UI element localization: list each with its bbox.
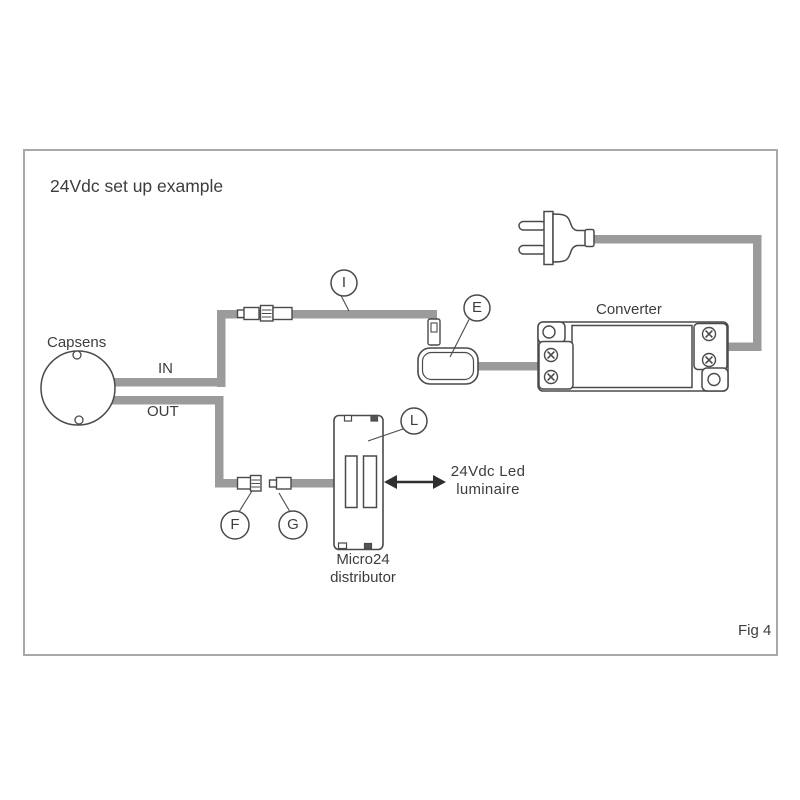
converter [537, 321, 729, 392]
distributor-slot-left [344, 455, 358, 509]
cable-capsens-out [110, 396, 223, 405]
cables [110, 235, 762, 488]
arrow-head-right [433, 475, 446, 489]
distributor-label-line1: Micro24 [336, 551, 390, 568]
cable-in-riser [217, 310, 226, 387]
distributor-slot-right [362, 455, 378, 509]
cable-top-run [217, 310, 437, 319]
callout-f-leader [239, 490, 253, 512]
callout-l-circle [400, 407, 428, 435]
capsens-sensor [40, 350, 116, 426]
callout-f-letter: F [230, 516, 240, 534]
converter-screw-3 [701, 326, 717, 342]
capsens-hole-top [72, 350, 82, 360]
distributor-clip-top-right [370, 414, 379, 422]
led-luminaire-label-line1: 24Vdc Led [450, 463, 526, 480]
figure-title: 24Vdc set up example [50, 176, 224, 196]
callout-e-circle [463, 294, 491, 322]
micro24-distributor [333, 414, 384, 551]
converter-body [571, 324, 693, 389]
cable-e-to-converter [477, 362, 543, 371]
distributor-clip-bottom-right [363, 542, 373, 550]
plug-neck [584, 228, 595, 248]
connector-f-body [236, 476, 252, 490]
callout-e-letter: E [471, 299, 483, 317]
led-luminaire-arrow [384, 475, 446, 489]
cable-to-f [215, 479, 241, 488]
power-plug [518, 210, 595, 266]
cable-g-to-distributor [288, 479, 341, 488]
led-luminaire-label-line2: luminaire [456, 481, 520, 498]
top-female-ridges [262, 309, 272, 318]
cable-out-drop [215, 396, 224, 487]
converter-mount-hole-right [707, 372, 721, 387]
e-housing-outer [417, 347, 479, 385]
cable-capsens-in [110, 378, 225, 387]
callout-l-letter: L [409, 412, 419, 430]
in-port-label: IN [158, 360, 173, 377]
converter-label: Converter [596, 301, 662, 318]
e-housing-inner [421, 351, 475, 381]
distributor-label: Micro24 distributor [313, 551, 413, 587]
cable-plug-drop [753, 235, 762, 351]
arrow-head-left [384, 475, 397, 489]
top-male-body [243, 306, 260, 321]
plug-face-plate [543, 210, 554, 266]
cable-drop-to-e [428, 310, 437, 323]
callout-f-circle [220, 510, 250, 540]
callout-e-leader [449, 319, 470, 358]
out-port-label: OUT [147, 403, 179, 420]
converter-screw-1 [543, 347, 559, 363]
callout-g-letter: G [287, 516, 299, 534]
distributor-clip-top-left [343, 414, 353, 422]
callout-markers [220, 269, 491, 540]
figure-number: Fig 4 [738, 622, 772, 639]
connector-e-assembly [417, 318, 479, 385]
connector-f-ridges [251, 479, 260, 488]
led-luminaire-label: 24Vdc Led luminaire [438, 463, 538, 499]
plug-body [552, 213, 587, 263]
top-female-body [272, 306, 293, 321]
plug-pin-top [518, 220, 547, 231]
connector-pair-top [236, 304, 293, 322]
converter-screw-4 [701, 352, 717, 368]
distributor-clip-bottom-left [337, 542, 348, 550]
capsens-label: Capsens [47, 334, 107, 351]
connector-g [268, 476, 292, 490]
callout-g-leader [278, 492, 290, 512]
callout-i-circle [330, 269, 358, 297]
callout-l-leader [367, 427, 405, 442]
connector-f [236, 474, 262, 492]
converter-mount-hole-left [542, 325, 556, 339]
cable-plug-run [593, 235, 758, 244]
capsens-hole-bottom [74, 415, 84, 425]
distributor-body [333, 414, 384, 551]
callout-i-leader [340, 295, 350, 312]
cable-into-converter [722, 342, 762, 351]
capsens-body [40, 350, 116, 426]
connector-g-body [275, 476, 292, 490]
distributor-label-line2: distributor [330, 569, 396, 586]
callout-i-letter: I [341, 274, 347, 292]
converter-screw-2 [543, 369, 559, 385]
plug-pin-bottom [518, 244, 547, 255]
callout-g-circle [278, 510, 308, 540]
e-inline-plug-detail [430, 322, 438, 333]
